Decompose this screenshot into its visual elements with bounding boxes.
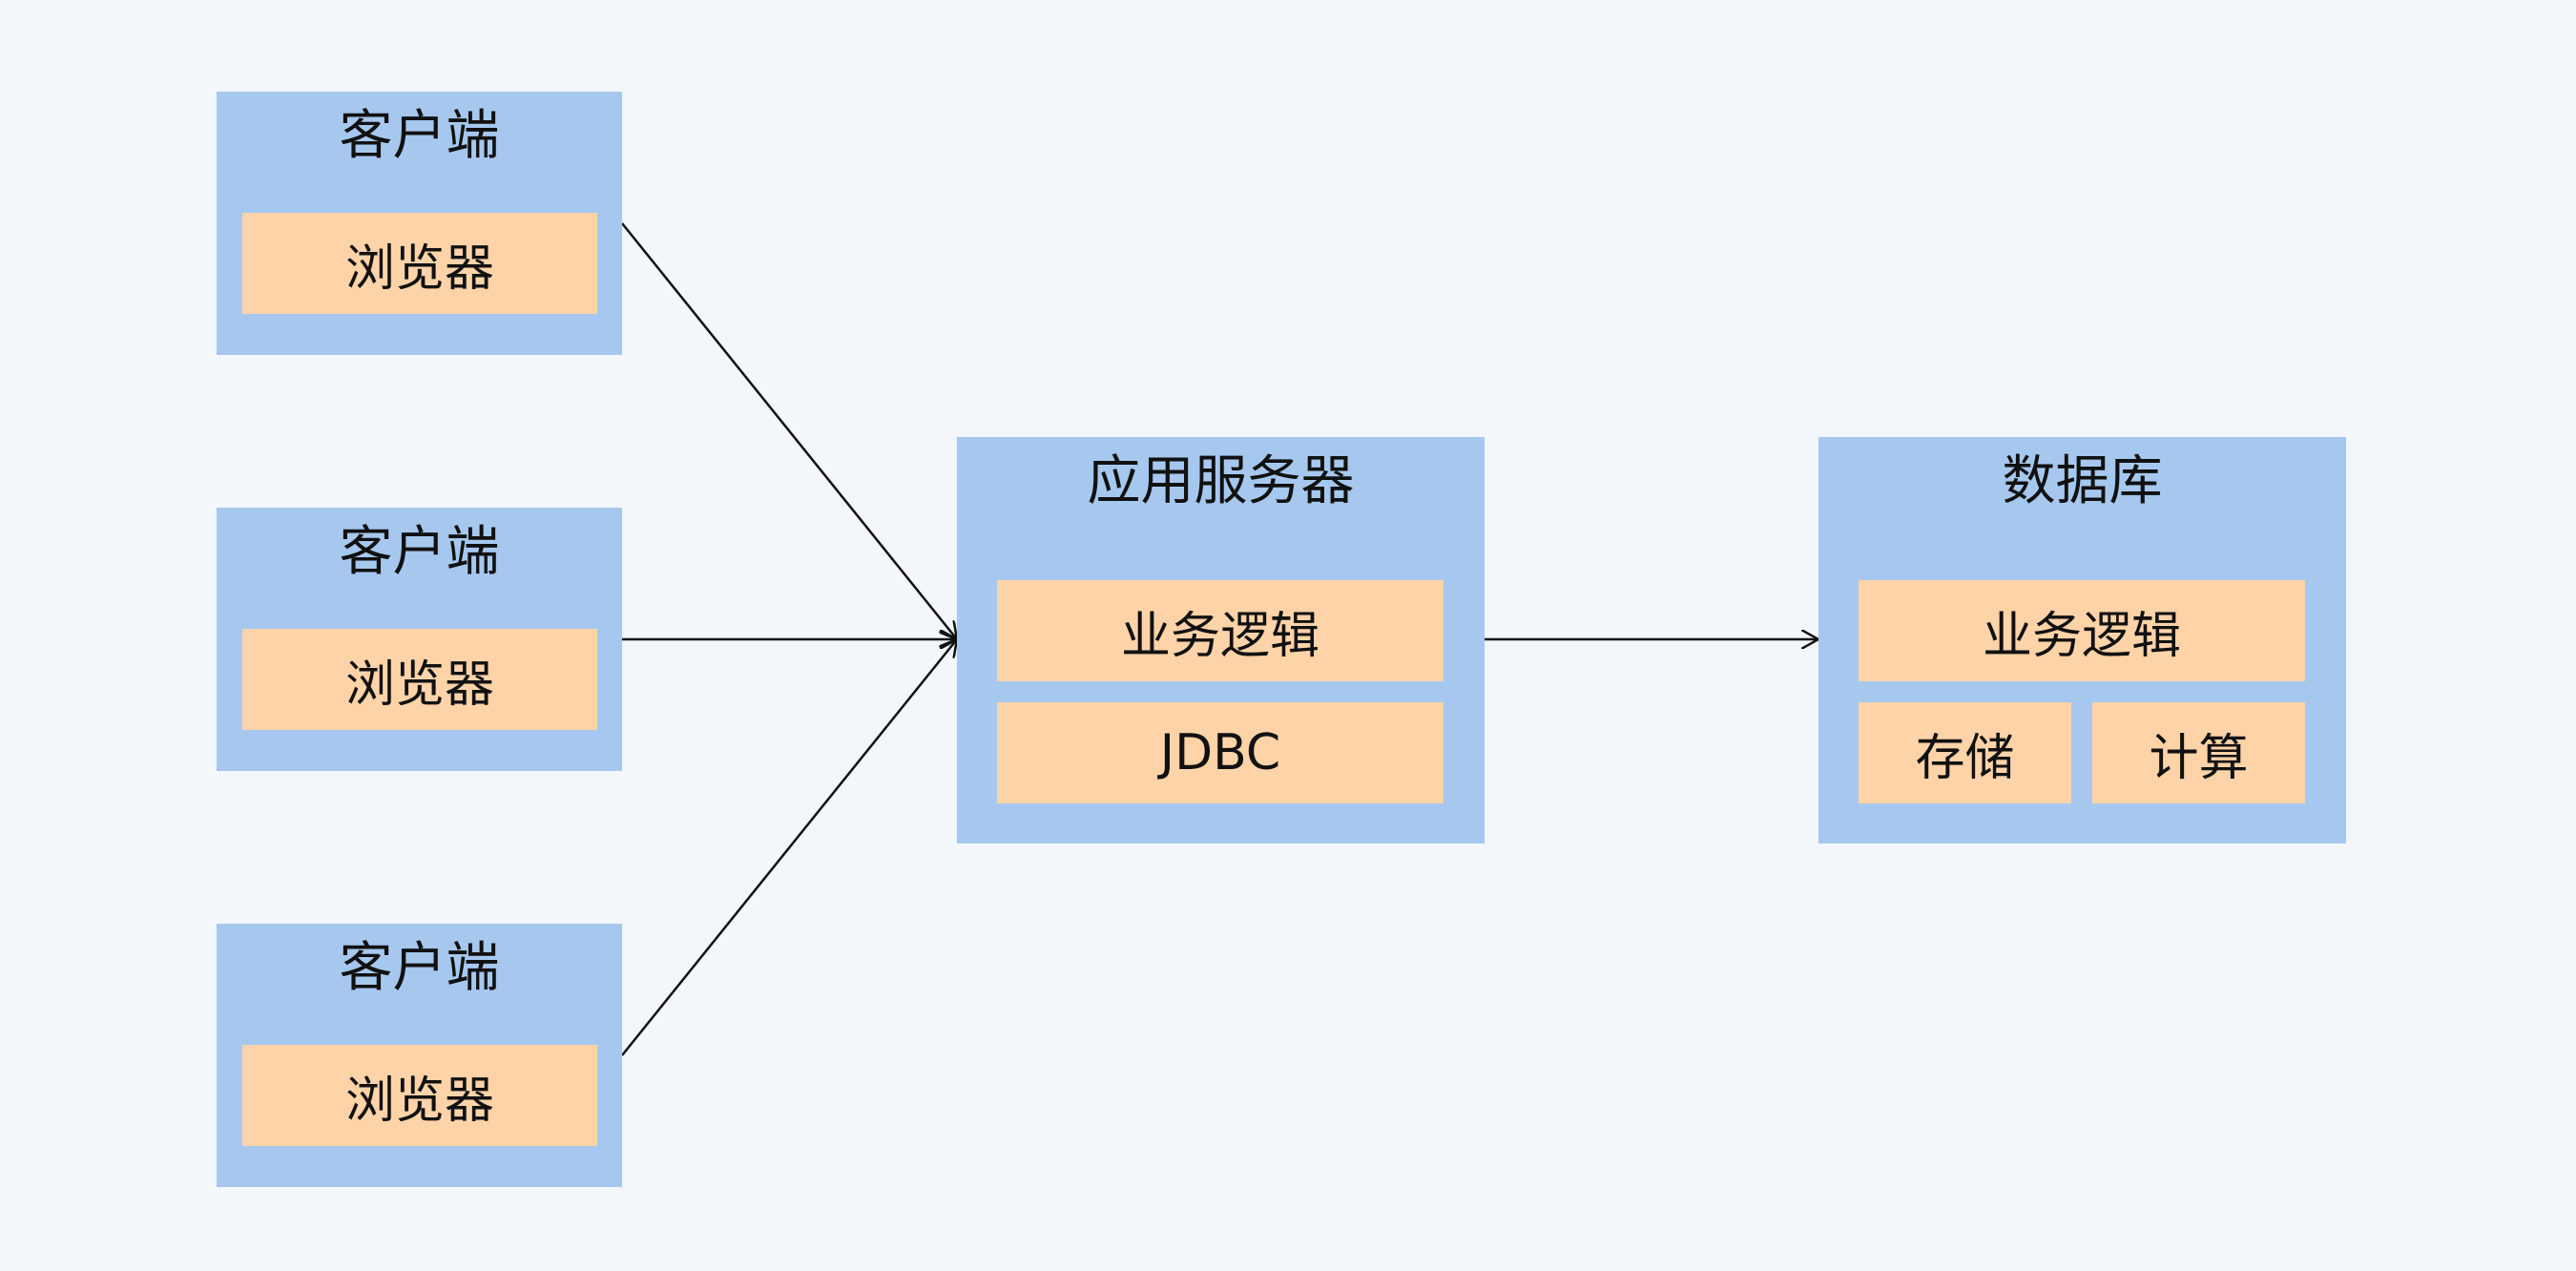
database-business-logic-component: 业务逻辑 <box>1859 580 2305 681</box>
database-title: 数据库 <box>2002 450 2163 512</box>
app-server-box: 应用服务器 业务逻辑 JDBC <box>957 437 1485 844</box>
browser-component: 浏览器 <box>242 1045 597 1146</box>
client-box-1: 客户端 浏览器 <box>217 92 622 355</box>
storage-component: 存储 <box>1859 702 2071 803</box>
client-title: 客户端 <box>339 937 500 999</box>
browser-component: 浏览器 <box>242 213 597 314</box>
client-box-3: 客户端 浏览器 <box>217 924 622 1187</box>
jdbc-component: JDBC <box>997 702 1444 803</box>
database-box: 数据库 业务逻辑 存储 计算 <box>1818 437 2346 844</box>
app-server-title: 应用服务器 <box>1087 450 1355 512</box>
client-title: 客户端 <box>339 521 500 583</box>
business-logic-component: 业务逻辑 <box>997 580 1444 681</box>
browser-component: 浏览器 <box>242 629 597 730</box>
client-box-2: 客户端 浏览器 <box>217 508 622 771</box>
compute-component: 计算 <box>2092 702 2305 803</box>
arrow-client3-to-app-server <box>621 639 957 1056</box>
client-title: 客户端 <box>339 105 500 167</box>
arrow-client1-to-app-server <box>621 222 957 639</box>
